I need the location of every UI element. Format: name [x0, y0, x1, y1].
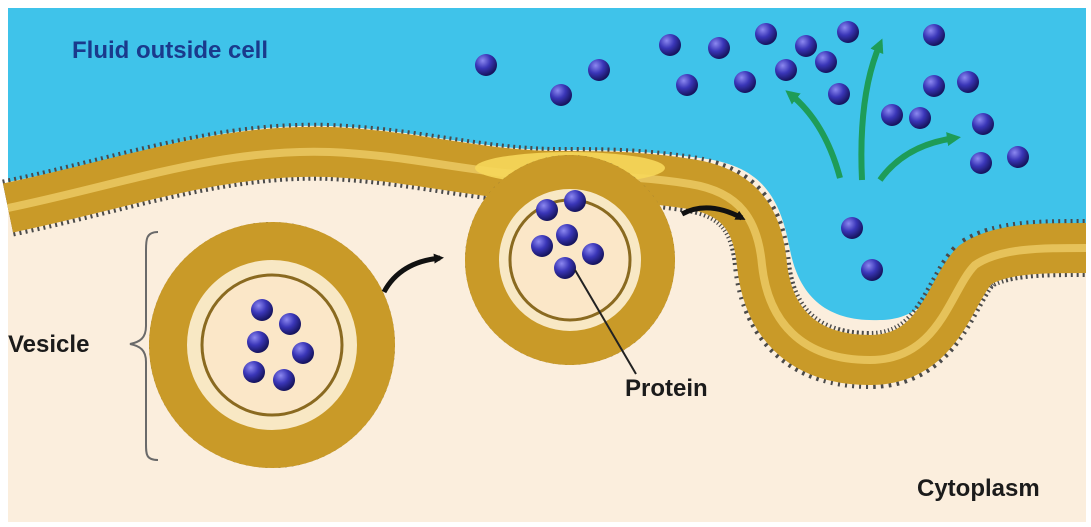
protein-sphere-icon — [923, 75, 945, 97]
protein-sphere-icon — [247, 331, 269, 353]
protein-sphere-icon — [837, 21, 859, 43]
protein-sphere-icon — [734, 71, 756, 93]
protein-sphere-icon — [828, 83, 850, 105]
protein-sphere-icon — [775, 59, 797, 81]
protein-sphere-icon — [556, 224, 578, 246]
protein-sphere-icon — [972, 113, 994, 135]
protein-sphere-icon — [279, 313, 301, 335]
protein-sphere-icon — [923, 24, 945, 46]
protein-sphere-icon — [536, 199, 558, 221]
protein-sphere-icon — [881, 104, 903, 126]
protein-sphere-icon — [755, 23, 777, 45]
protein-sphere-icon — [795, 35, 817, 57]
protein-sphere-icon — [957, 71, 979, 93]
protein-sphere-icon — [815, 51, 837, 73]
protein-sphere-icon — [554, 257, 576, 279]
free-vesicle-lumen — [202, 275, 342, 415]
protein-sphere-icon — [659, 34, 681, 56]
fluid-outside-label: Fluid outside cell — [72, 37, 268, 64]
protein-label: Protein — [625, 375, 708, 402]
protein-sphere-icon — [909, 107, 931, 129]
protein-sphere-icon — [292, 342, 314, 364]
protein-sphere-icon — [550, 84, 572, 106]
protein-sphere-icon — [475, 54, 497, 76]
protein-sphere-icon — [564, 190, 586, 212]
protein-sphere-icon — [676, 74, 698, 96]
protein-sphere-icon — [841, 217, 863, 239]
protein-sphere-icon — [582, 243, 604, 265]
protein-sphere-icon — [970, 152, 992, 174]
protein-sphere-icon — [531, 235, 553, 257]
protein-sphere-icon — [273, 369, 295, 391]
protein-sphere-icon — [861, 259, 883, 281]
protein-sphere-icon — [708, 37, 730, 59]
protein-sphere-icon — [243, 361, 265, 383]
vesicle-label: Vesicle — [8, 331, 89, 358]
protein-sphere-icon — [588, 59, 610, 81]
protein-sphere-icon — [1007, 146, 1029, 168]
cytoplasm-label: Cytoplasm — [917, 475, 1040, 502]
protein-sphere-icon — [251, 299, 273, 321]
